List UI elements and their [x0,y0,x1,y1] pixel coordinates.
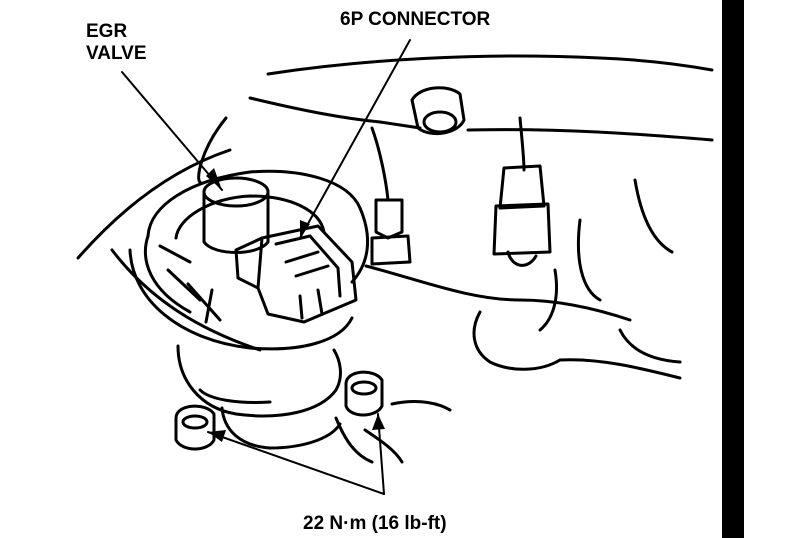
egr-valve-dome [202,176,270,254]
torque-spec-label: 22 N·m (16 lb-ft) [303,513,447,534]
egr-valve-body [128,169,370,450]
intake-manifold [76,54,714,464]
leader-lines [121,39,411,495]
mounting-nut-left [174,404,216,451]
arrowheads [206,168,385,442]
vacuum-hoses [370,116,552,267]
mounting-nut-right [344,370,384,417]
page-edge-bar [722,0,744,538]
egr-label-line1: EGR [86,21,128,42]
connector-label: 6P CONNECTOR [340,9,491,30]
cap-fitting [410,86,466,136]
egr-valve-label: EGR VALVE [86,21,147,65]
six-pin-connector [234,224,358,324]
egr-label-line2: VALVE [86,43,147,64]
